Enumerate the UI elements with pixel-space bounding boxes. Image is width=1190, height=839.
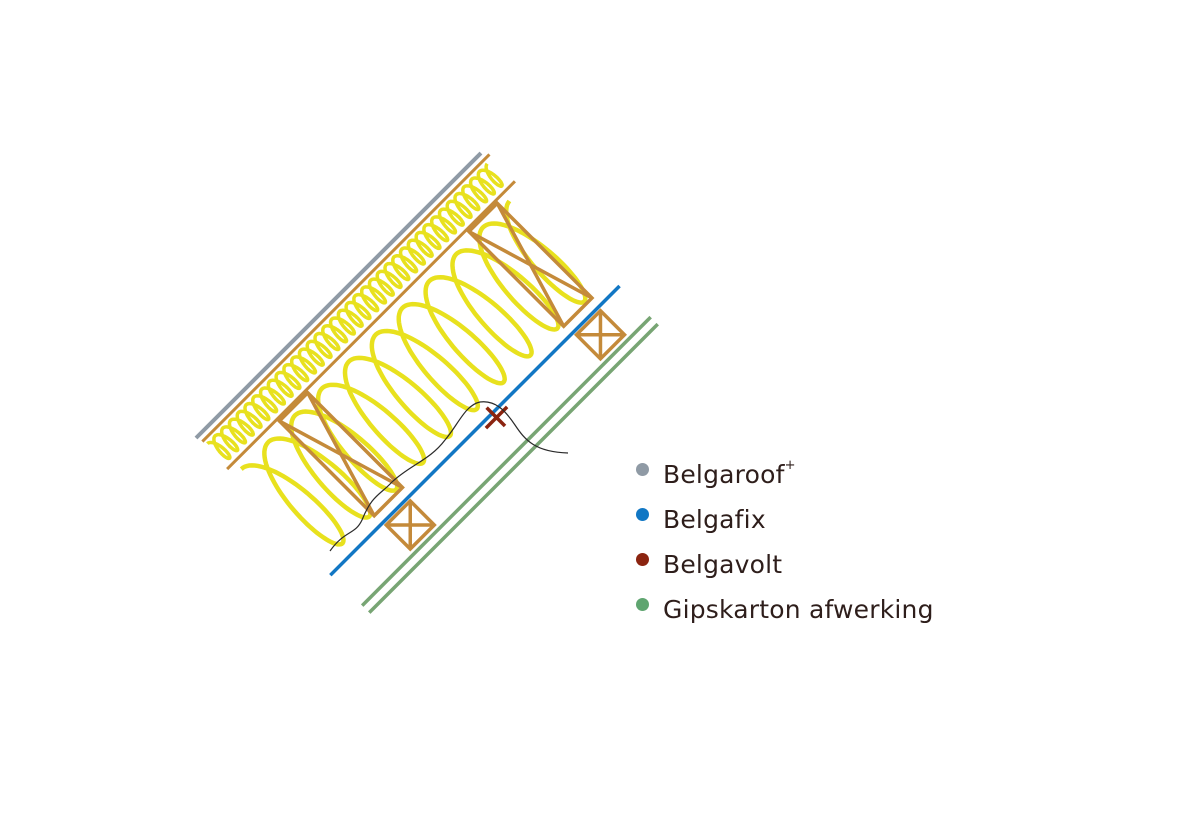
belgavolt-dot-icon	[636, 553, 649, 566]
legend-label: Belgafix	[663, 505, 766, 534]
electrical-wire	[329, 401, 569, 552]
batten-right	[573, 308, 627, 362]
belgafix-dot-icon	[636, 508, 649, 521]
timber-board-top	[201, 153, 491, 443]
legend-item-belgavolt: Belgavolt	[636, 542, 934, 587]
legend-label-superscript: +	[784, 458, 796, 473]
legend-item-gipskarton: Gipskarton afwerking	[636, 587, 934, 632]
legend-label: Gipskarton afwerking	[663, 595, 934, 624]
main-insulation-layer	[239, 199, 588, 547]
belgaroof-dot-icon	[636, 463, 649, 476]
legend-item-belgaroof: Belgaroof+	[636, 452, 934, 497]
belgafix-membrane	[329, 284, 621, 577]
belgaroof-membrane	[194, 151, 483, 440]
thin-insulation-layer	[206, 162, 504, 461]
gipskarton-board-1	[360, 315, 652, 607]
gipskarton-board-2	[368, 322, 659, 614]
timber-board-lower	[226, 180, 516, 471]
gipskarton-dot-icon	[636, 598, 649, 611]
rafter-left	[276, 390, 405, 519]
rafter-right	[466, 200, 595, 329]
legend: Belgaroof+ Belgafix Belgavolt Gipskarton…	[636, 452, 934, 632]
legend-label: Belgavolt	[663, 550, 783, 579]
legend-item-belgafix: Belgafix	[636, 497, 934, 542]
batten-left	[383, 498, 437, 552]
legend-label: Belgaroof+	[663, 458, 796, 489]
legend-label-text: Belgaroof	[663, 460, 785, 489]
